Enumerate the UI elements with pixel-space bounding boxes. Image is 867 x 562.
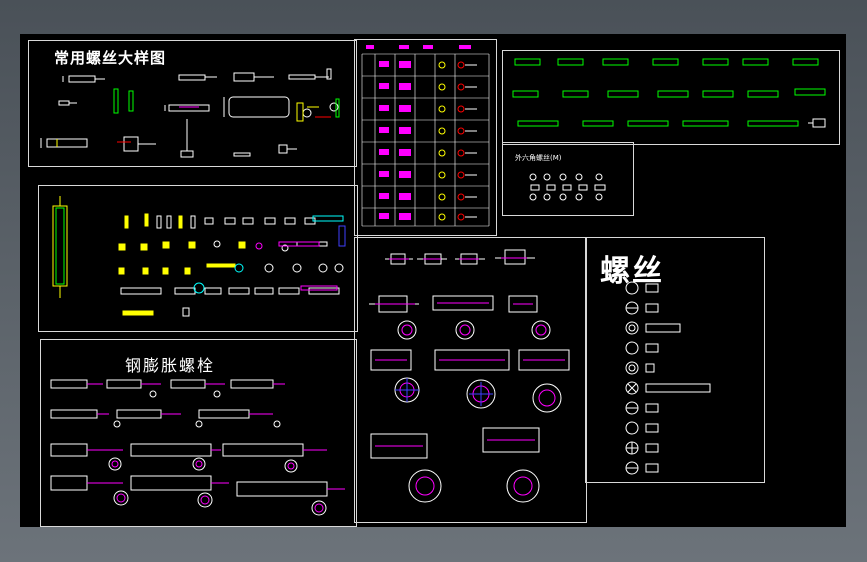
drawing-canvas[interactable]: 常用螺丝大样图	[20, 34, 846, 527]
frame-hex-bolts	[354, 237, 587, 523]
screw-drawings	[625, 281, 711, 475]
title-hex-socket: 外六角螺丝(M)	[515, 154, 562, 162]
screw-spec-table	[361, 45, 490, 227]
screw-elevations	[512, 58, 826, 128]
screw-detail-drawings	[40, 68, 340, 158]
frame-fastener-catalog	[38, 185, 358, 332]
title-expansion-bolt: 钢膨胀螺栓	[125, 356, 216, 375]
frame-screw: 螺丝	[585, 237, 765, 483]
frame-screw-table	[354, 39, 497, 236]
frame-screw-detail: 常用螺丝大样图	[28, 40, 357, 167]
fastener-catalog	[52, 196, 346, 317]
hex-bolt-drawings	[369, 249, 570, 503]
title-screw: 螺丝	[600, 254, 664, 289]
frame-hex-socket: 外六角螺丝(M)	[502, 142, 634, 216]
expansion-bolt-drawings	[50, 379, 345, 516]
title-screw-detail: 常用螺丝大样图	[54, 49, 167, 67]
frame-expansion-bolt: 钢膨胀螺栓	[40, 339, 357, 527]
frame-screw-elevation	[502, 50, 840, 145]
hex-socket-drawings	[529, 173, 606, 201]
